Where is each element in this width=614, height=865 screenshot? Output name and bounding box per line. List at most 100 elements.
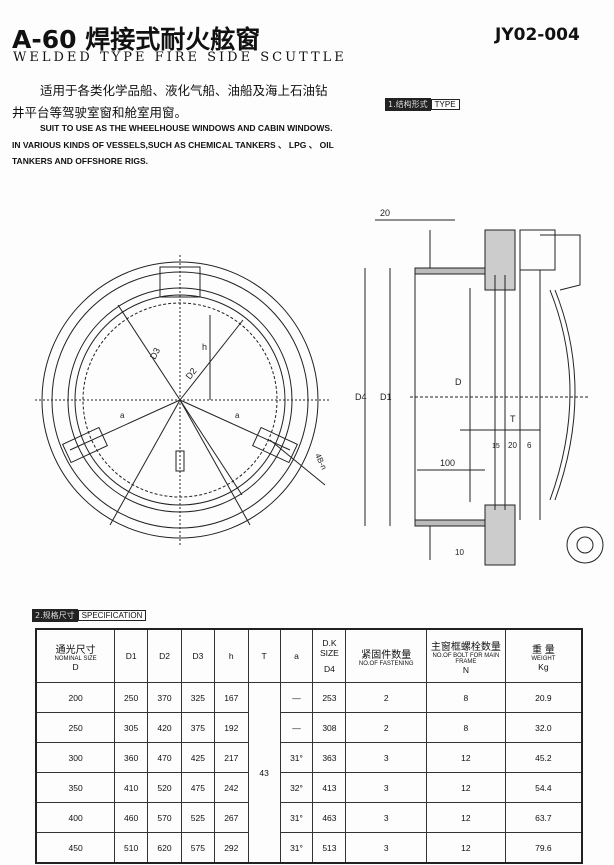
cell-d4: 413	[312, 772, 347, 803]
cell-d1: 305	[114, 712, 149, 743]
label-a-right: a	[235, 411, 240, 420]
product-code: JY02-004	[495, 25, 580, 45]
type-en: TYPE	[430, 99, 460, 110]
cell-d4: 308	[312, 712, 347, 743]
cell-d1: 410	[114, 772, 149, 803]
cell-fastening: 3	[345, 742, 428, 773]
cell-d3: 375	[180, 712, 215, 743]
cell-h: 292	[213, 832, 249, 864]
label-t: T	[510, 414, 516, 424]
cell-d4: 363	[312, 742, 347, 773]
cell-bolts: 8	[426, 682, 506, 713]
cell-d2: 520	[147, 772, 182, 803]
header-t: T	[247, 628, 281, 683]
cell-d1: 360	[114, 742, 149, 773]
cell-d2: 370	[147, 682, 182, 713]
cell-bolts: 12	[426, 772, 506, 803]
cell-bolts: 12	[426, 802, 506, 833]
spec-cn: 规格尺寸	[42, 611, 75, 620]
label-10: 10	[455, 548, 464, 557]
label-100: 100	[440, 458, 455, 468]
cell-a: —	[279, 682, 314, 713]
label-15: 15	[492, 443, 500, 450]
cell-a: 31°	[279, 832, 314, 864]
cell-d3: 575	[180, 832, 215, 864]
cell-h: 267	[213, 802, 249, 833]
header-d3: D3	[180, 628, 215, 683]
label-d1: D1	[380, 392, 392, 402]
description-cn: 适用于各类化学品船、液化气船、油船及海上石油钻井平台等驾驶室窗和舱室用窗。	[12, 83, 328, 120]
cell-weight: 32.0	[504, 712, 583, 743]
cell-fastening: 3	[345, 832, 428, 864]
cell-nominal-size: 300	[35, 742, 116, 773]
header-d2: D2	[147, 628, 182, 683]
front-view-drawing: D3 D2 h a a 4B-n	[35, 255, 330, 545]
page-title: A-60 焊接式耐火舷窗	[12, 25, 261, 54]
cell-a: 32°	[279, 772, 314, 803]
label-h: h	[202, 342, 207, 352]
cell-a: —	[279, 712, 314, 743]
cell-d3: 525	[180, 802, 215, 833]
cell-weight: 79.6	[504, 832, 583, 864]
header-d1: D1	[114, 628, 149, 683]
cell-d4: 253	[312, 682, 347, 713]
cell-nominal-size: 250	[35, 712, 116, 743]
cell-fastening: 2	[345, 682, 428, 713]
header-a: a	[279, 628, 314, 683]
label-d: D	[455, 377, 462, 387]
spec-num: 2.	[35, 611, 43, 620]
cell-nominal-size: 400	[35, 802, 116, 833]
cell-d4: 513	[312, 832, 347, 864]
cell-d1: 460	[114, 802, 149, 833]
cell-weight: 54.4	[504, 772, 583, 803]
label-top-20: 20	[380, 208, 390, 218]
section-view-drawing: 20 D4 D1 D T 15 20 6 100 10	[355, 208, 604, 566]
label-d4: D4	[355, 392, 367, 402]
cell-d2: 620	[147, 832, 182, 864]
label-6: 6	[527, 441, 532, 450]
spec-en: SPECIFICATION	[77, 610, 147, 621]
cell-h: 242	[213, 772, 249, 803]
cell-fastening: 3	[345, 772, 428, 803]
label-d3: D3	[148, 346, 162, 361]
label-20: 20	[508, 441, 517, 450]
cell-d2: 420	[147, 712, 182, 743]
cell-nominal-size: 200	[35, 682, 116, 713]
type-cn: 结构形式	[395, 100, 428, 109]
label-a-left: a	[120, 411, 125, 420]
cell-bolts: 8	[426, 712, 506, 743]
cell-weight: 45.2	[504, 742, 583, 773]
cell-t: 43	[247, 682, 281, 864]
cell-a: 31°	[279, 742, 314, 773]
type-section-label: 1.结构形式 TYPE	[385, 98, 460, 111]
cell-h: 167	[213, 682, 249, 713]
cell-fastening: 2	[345, 712, 428, 743]
cell-bolts: 12	[426, 742, 506, 773]
cell-d3: 425	[180, 742, 215, 773]
cell-weight: 20.9	[504, 682, 583, 713]
cell-h: 217	[213, 742, 249, 773]
cell-d3: 475	[180, 772, 215, 803]
cell-weight: 63.7	[504, 802, 583, 833]
cell-h: 192	[213, 712, 249, 743]
cell-d4: 463	[312, 802, 347, 833]
description-en: SUIT TO USE AS THE WHEELHOUSE WINDOWS AN…	[12, 123, 334, 166]
page-subtitle: WELDED TYPE FIRE SIDE SCUTTLE	[13, 50, 347, 65]
header-h: h	[213, 628, 249, 683]
cell-d2: 570	[147, 802, 182, 833]
type-num: 1.	[388, 100, 396, 109]
cell-d1: 510	[114, 832, 149, 864]
cell-a: 31°	[279, 802, 314, 833]
